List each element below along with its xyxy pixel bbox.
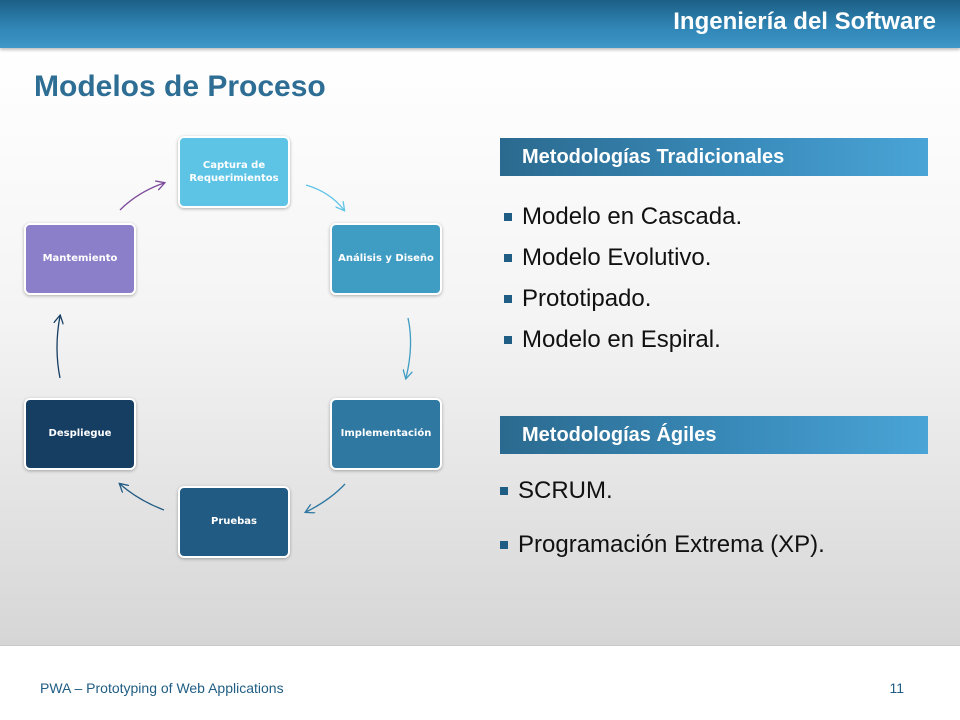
- header-title: Ingeniería del Software: [673, 8, 936, 35]
- cycle-arrows: [0, 120, 480, 580]
- bullet-icon: [504, 212, 512, 221]
- arrow-despliegue-to-mantenimiento: [57, 316, 60, 379]
- arrow-mantenimiento-to-captura: [119, 183, 164, 211]
- list-item: Modelo en Espiral.: [504, 319, 742, 360]
- section-header-agile: Metodologías Ágiles: [500, 416, 928, 454]
- bullet-icon: [500, 487, 508, 495]
- node-label: Implementación: [340, 428, 432, 440]
- section-title: Metodologías Tradicionales: [522, 146, 785, 168]
- node-label: Mantemiento: [42, 253, 118, 265]
- node-mantenimiento: Mantemiento: [24, 223, 136, 295]
- bullet-icon: [504, 335, 512, 344]
- node-label: Pruebas: [210, 516, 258, 528]
- node-label: Despliegue: [48, 428, 112, 440]
- list-item: Programación Extrema (XP).: [500, 524, 825, 566]
- bullet-icon: [504, 253, 512, 262]
- node-despliegue: Despliegue: [24, 398, 136, 470]
- arrow-pruebas-to-despliegue: [120, 484, 165, 511]
- footer-text: PWA – Prototyping of Web Applications: [40, 680, 284, 696]
- node-captura-requerimientos: Captura de Requerimientos: [178, 136, 290, 208]
- bullet-icon: [500, 541, 508, 549]
- section-header-traditional: Metodologías Tradicionales: [500, 138, 928, 176]
- header-bar: Ingeniería del Software: [0, 0, 960, 48]
- node-pruebas: Pruebas: [178, 486, 290, 558]
- node-label: Captura de Requerimientos: [189, 159, 279, 185]
- agile-methods-list: SCRUM. Programación Extrema (XP).: [500, 470, 825, 566]
- bullet-icon: [504, 294, 512, 303]
- page-number: 11: [889, 680, 904, 696]
- footer-divider: [0, 645, 960, 646]
- page-title: Modelos de Proceso: [34, 70, 326, 103]
- arrow-captura-to-analisis: [305, 184, 344, 210]
- arrow-implementacion-to-pruebas: [306, 483, 346, 512]
- list-item: SCRUM.: [500, 470, 825, 512]
- list-item: Modelo Evolutivo.: [504, 237, 742, 278]
- list-item: Prototipado.: [504, 278, 742, 319]
- list-item: Modelo en Cascada.: [504, 196, 742, 237]
- node-label: Análisis y Diseño: [338, 253, 434, 265]
- traditional-methods-list: Modelo en Cascada. Modelo Evolutivo. Pro…: [504, 196, 742, 360]
- process-cycle-diagram: Captura de Requerimientos Análisis y Dis…: [0, 120, 480, 580]
- arrow-analisis-to-implementacion: [406, 317, 411, 378]
- node-implementacion: Implementación: [330, 398, 442, 470]
- node-analisis-diseno: Análisis y Diseño: [330, 223, 442, 295]
- section-title: Metodologías Ágiles: [522, 424, 717, 446]
